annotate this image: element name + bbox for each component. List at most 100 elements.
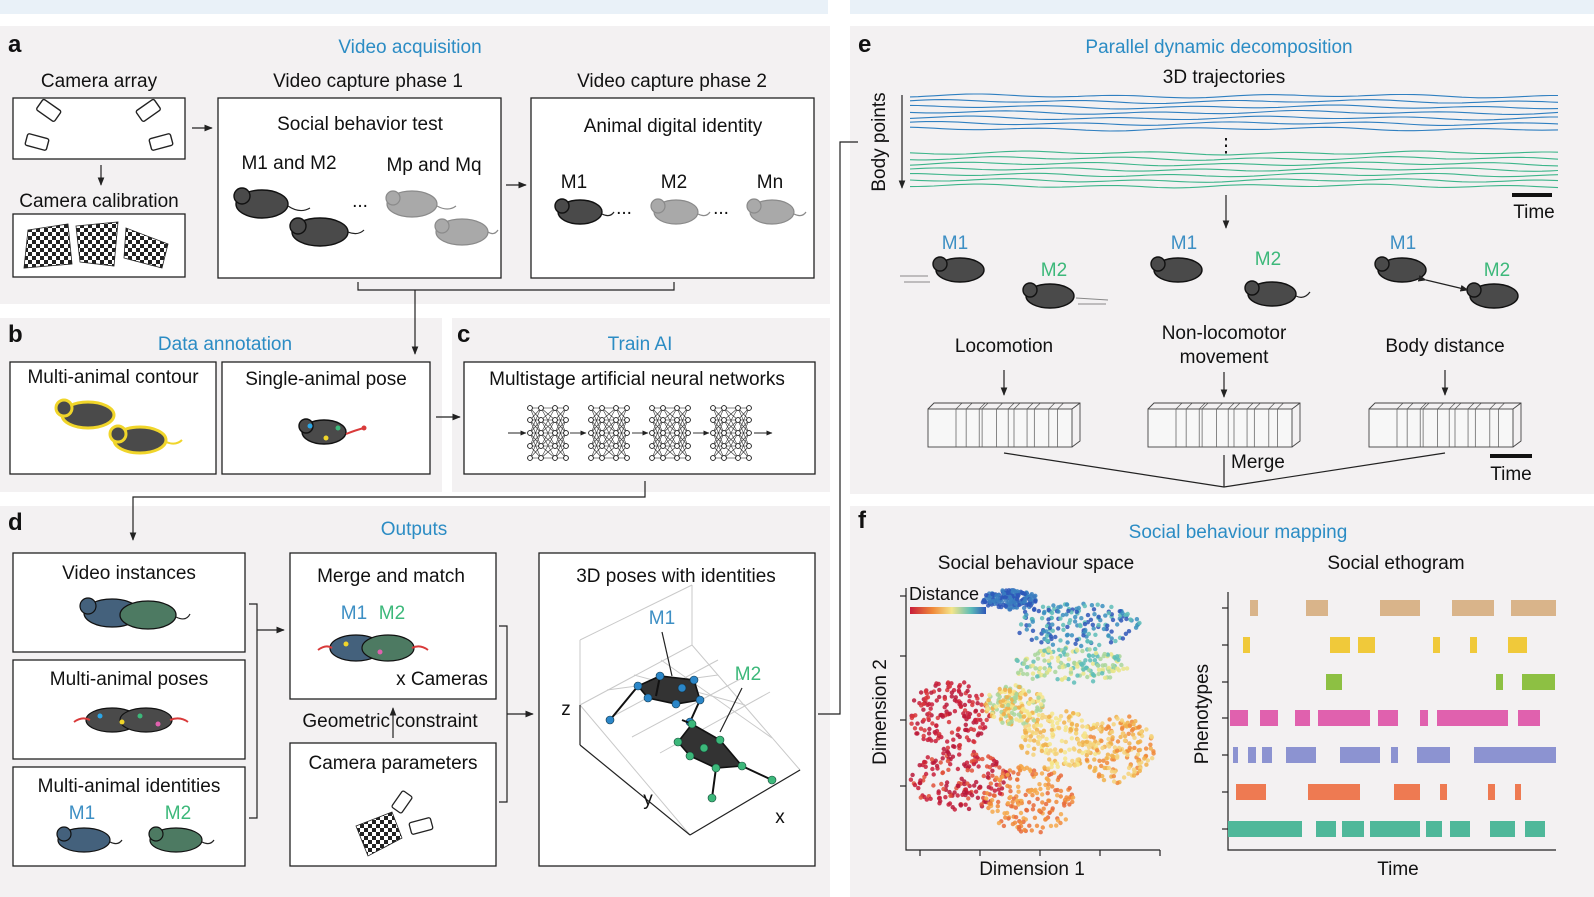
poses-3d-m1: M1 [649,608,675,629]
segment-blocks [1147,402,1301,448]
network-stages [527,405,752,461]
ethogram-bar [1370,821,1420,837]
panel-d-letter: d [8,509,23,536]
ethogram-bar [1518,710,1540,726]
trajectory-line [909,126,1559,132]
trajectory-line [909,99,1559,105]
outputs-bracket [249,603,258,819]
ethogram-bar [1470,637,1477,653]
panel-a-letter: a [8,31,22,58]
poses-box [12,659,246,760]
phase-bracket [357,282,675,291]
ethogram-bar [1308,784,1360,800]
panel-a: a Video acquisition Camera array Video c… [8,31,815,355]
panel-d: d Outputs Video instances Multi-animal p… [8,141,858,867]
mouse-icon [554,198,615,225]
mouse-icon [298,418,367,445]
ethogram-bar [1496,674,1503,690]
trajectory-line [909,109,1559,115]
ethogram-bar [1236,784,1266,800]
ethogram-bar [1450,821,1470,837]
time-label-top: Time [1513,202,1555,223]
ethogram-label: Social ethogram [1327,553,1464,574]
axis-x-label: x [775,807,785,828]
phase2-ellipsis-2: ... [713,198,729,219]
identities-m2: M2 [165,803,191,824]
phase2-ellipsis-1: ... [616,198,632,219]
mouse-icon [746,198,807,225]
trajectory-line [909,93,1558,99]
network-stage-icon [649,405,691,461]
distance-colorbar [910,607,986,614]
ethogram-bar [1286,747,1316,763]
behaviour-space-axes [900,588,1161,856]
segment-blocks [927,402,1081,448]
mouse-icon [650,198,711,225]
ethogram-bar [1525,821,1545,837]
panel-c: c Train AI Multistage artificial neural … [129,321,816,541]
scatter-cluster [984,763,1076,835]
ethogram-row [1250,600,1556,616]
checkerboard-icon [23,221,169,269]
scatter-cluster [1017,601,1142,649]
merge-label: Merge and match [317,566,465,587]
ethogram-bar [1420,710,1428,726]
time-scale-bar-bottom [1490,454,1532,458]
checkerboard-icon [355,811,403,857]
ethogram-bar [1330,637,1350,653]
ethogram-row [1326,674,1555,690]
ethogram-bar [1295,710,1310,726]
ethogram-bar [1340,747,1380,763]
distance-m1: M1 [1390,233,1416,254]
poses-3d-box [538,552,816,867]
trajectories-label: 3D trajectories [1163,67,1286,88]
ethogram-bar [1326,674,1342,690]
merge-label: Merge [1231,452,1285,473]
phase2-label: Video capture phase 2 [577,71,767,92]
ethogram-bar [1440,784,1447,800]
identities-label: Multi-animal identities [38,776,221,797]
identities-m1: M1 [69,803,95,824]
camera-icon [391,790,434,835]
ethogram-bar [1437,710,1508,726]
panel-b-title: Data annotation [158,334,292,355]
trajectory-line [909,115,1558,121]
ethogram-bar [1394,784,1420,800]
trajectory-line [909,104,1559,110]
ethogram-bar [1433,637,1440,653]
scatter-cluster [1014,645,1130,685]
nonloco-m1: M1 [1171,233,1197,254]
camera-params-label: Camera parameters [309,753,478,774]
ethogram-bar [1508,637,1527,653]
ethogram-bar [1515,784,1521,800]
panel-a-title: Video acquisition [338,37,481,58]
camera-calibration-label: Camera calibration [19,191,178,212]
poses-3d-m2: M2 [735,664,761,685]
mouse-icon [73,707,189,733]
mouse-icon [56,826,215,853]
component-blocks [927,402,1522,448]
trajectory-line [909,161,1559,167]
phase2-mn: Mn [757,172,783,193]
mpmq-label: Mp and Mq [386,155,481,176]
trajectory-line [909,156,1559,161]
panel-c-letter: c [457,321,470,348]
ethogram-bar [1250,600,1258,616]
ethogram-bar [1316,821,1336,837]
ethogram-bar [1522,674,1555,690]
trajectory-line [909,120,1559,126]
time-scale-bar [1512,193,1552,197]
dim1-label: Dimension 1 [979,859,1085,880]
social-test-label: Social behavior test [277,114,444,135]
mouse-icon [900,256,1109,309]
nonloco-m2: M2 [1255,249,1281,270]
locomotion-label: Locomotion [955,336,1053,357]
trajectory-lines [909,93,1559,189]
ethogram-axes [1222,592,1556,851]
mouse-icon [385,190,457,218]
behaviour-space-points [908,588,1156,835]
dim2-label: Dimension 2 [870,659,891,765]
networks-box [463,361,816,475]
geometric-constraint-label: Geometric constraint [302,711,478,732]
